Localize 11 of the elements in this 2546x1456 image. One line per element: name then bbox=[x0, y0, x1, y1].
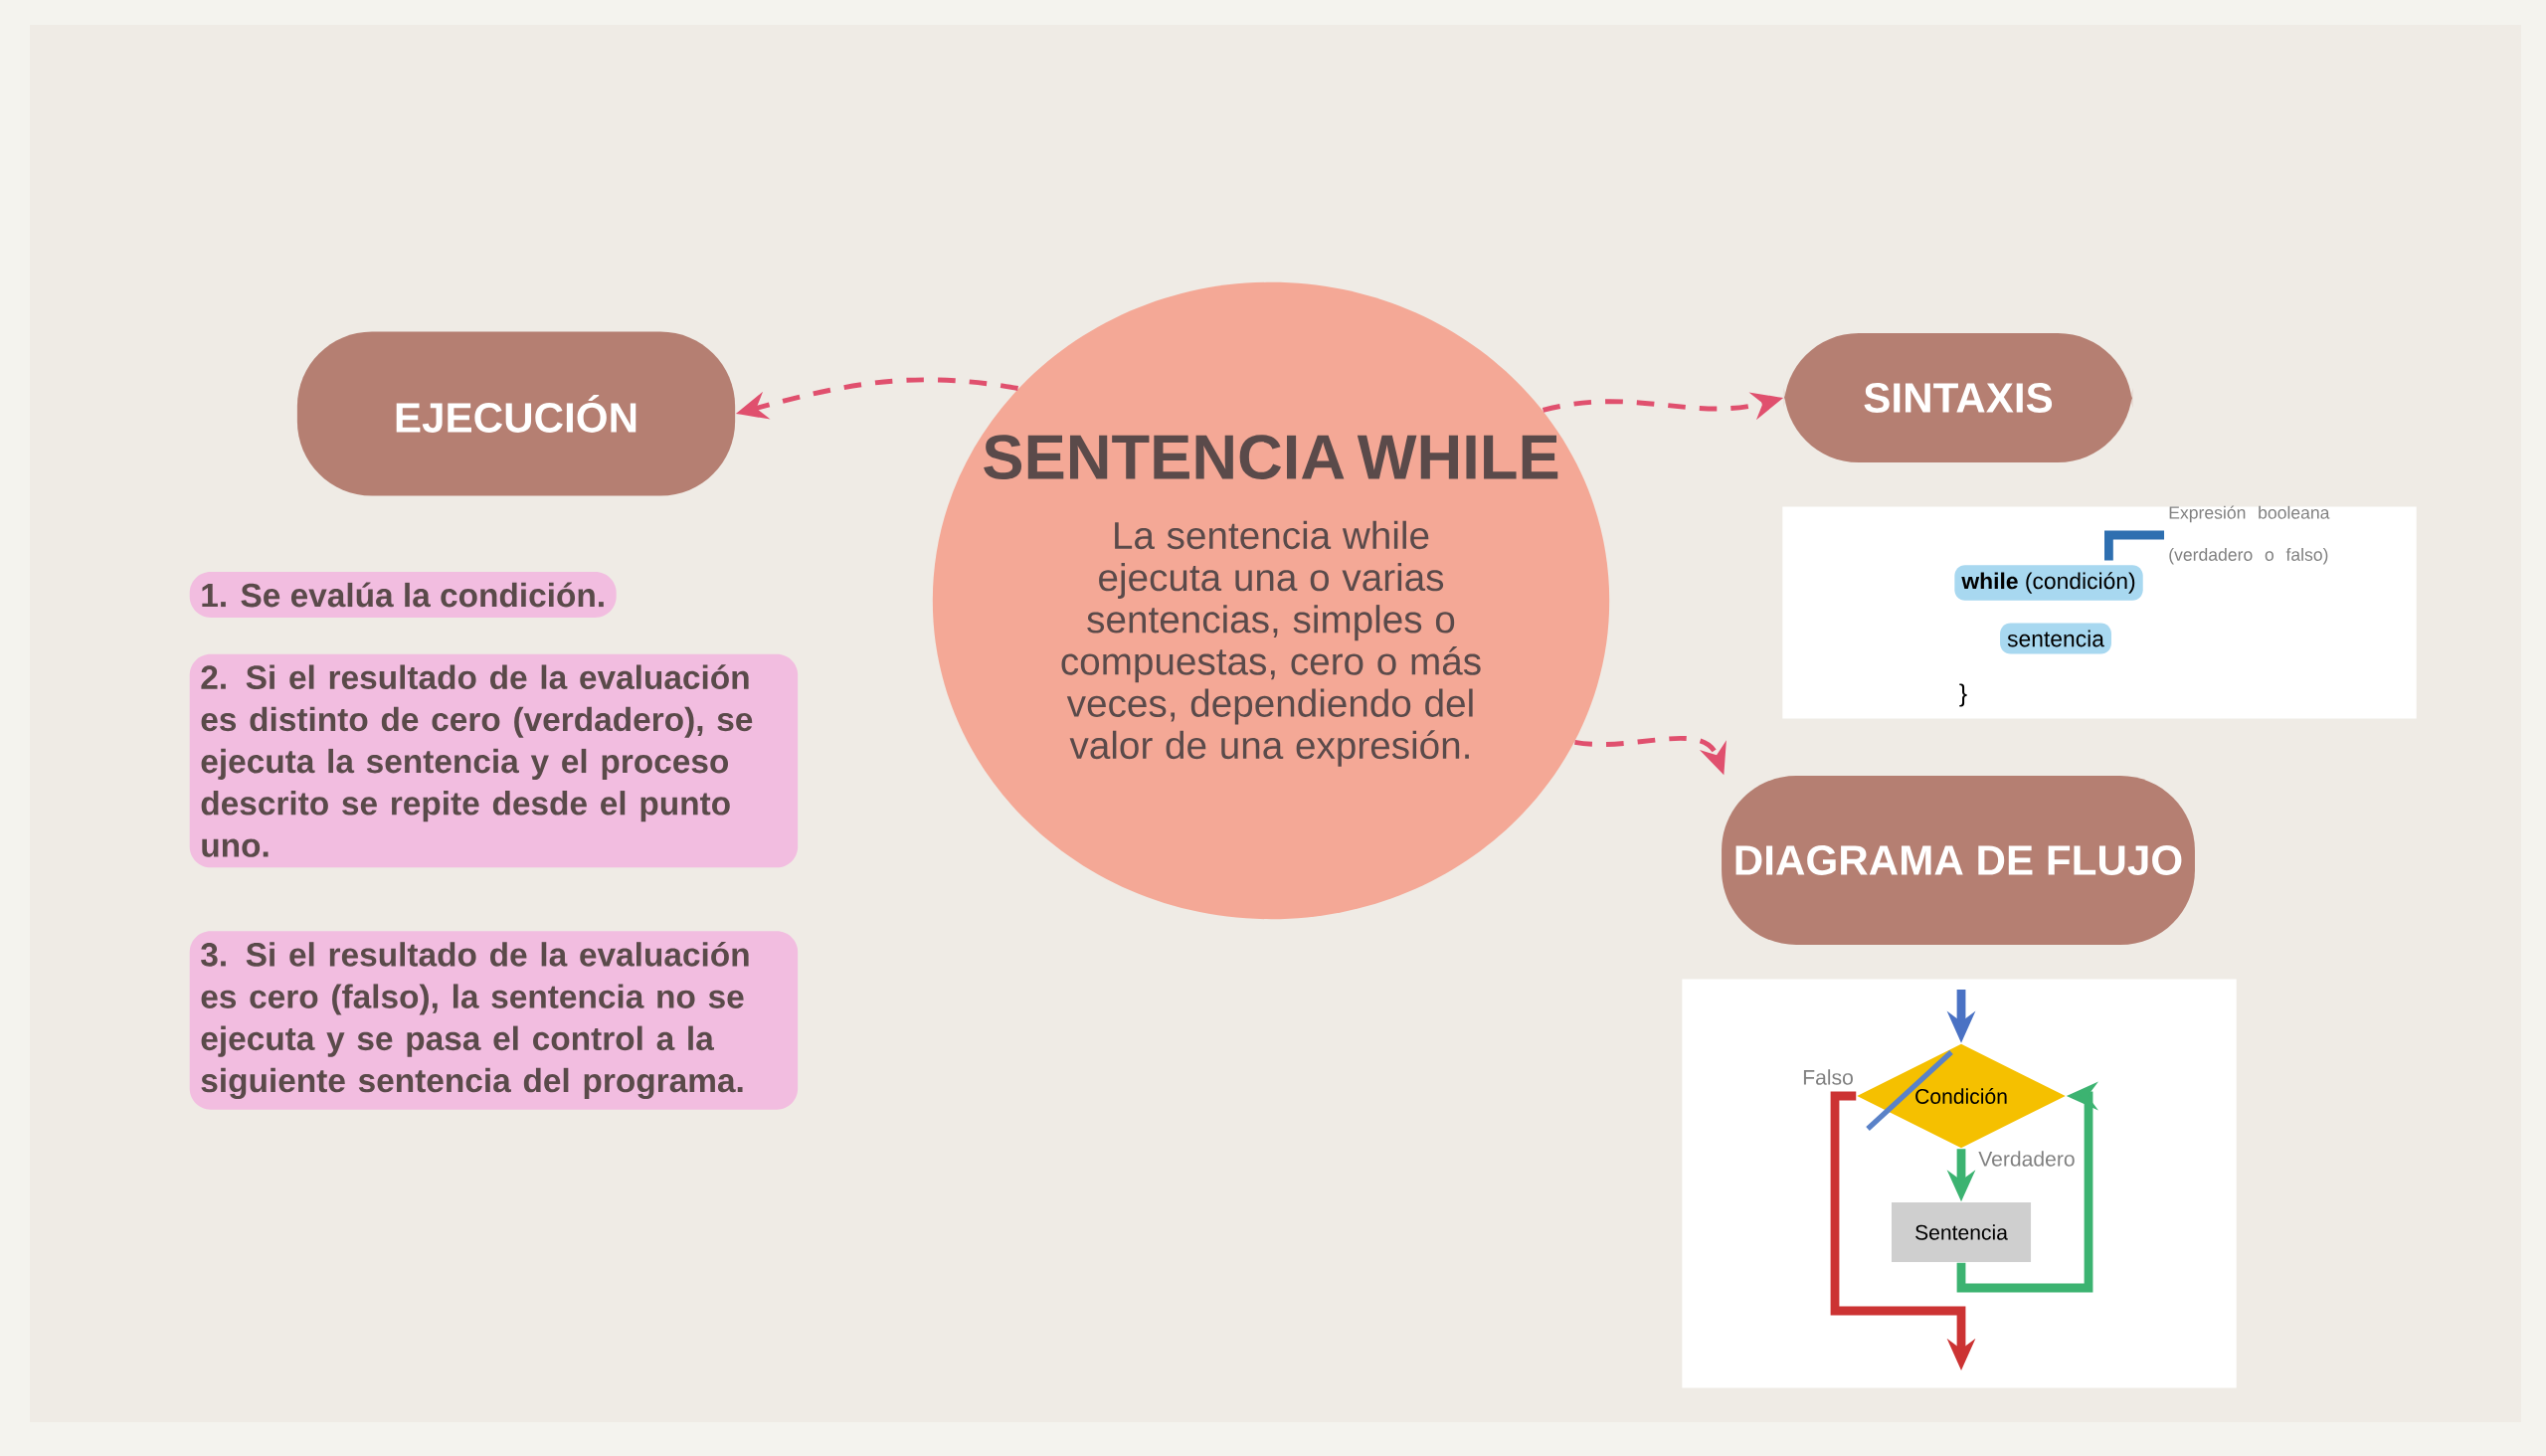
note-text: 3. Si el resultado de la evaluación es cero (falso), la sentencia no se ejecuta y se pasa el control a la siguiente sentencia del programa. bbox=[189, 931, 799, 1110]
heading-blob: EJECUCIÓN bbox=[296, 331, 736, 496]
process-box: Sentencia bbox=[1892, 1202, 2032, 1262]
leader-line bbox=[2104, 530, 2164, 561]
note-text: 2. Si el resultado de la evaluación es distinto de cero (verdadero), se ejecuta la sentencia y el proceso descrito se repite desde el punto uno. bbox=[189, 653, 799, 868]
heading-blob: DIAGRAMA DE FLUJO bbox=[1722, 775, 2195, 946]
code-line: } bbox=[1959, 683, 1967, 707]
callout-text: Expresión booleana (verdadero o falso) bbox=[2169, 505, 2330, 565]
heading-blob: SINTAXIS bbox=[1783, 332, 2133, 463]
syntax-panel bbox=[1782, 506, 2417, 719]
note-text: 1. Se evalúa la condición. bbox=[189, 572, 617, 618]
